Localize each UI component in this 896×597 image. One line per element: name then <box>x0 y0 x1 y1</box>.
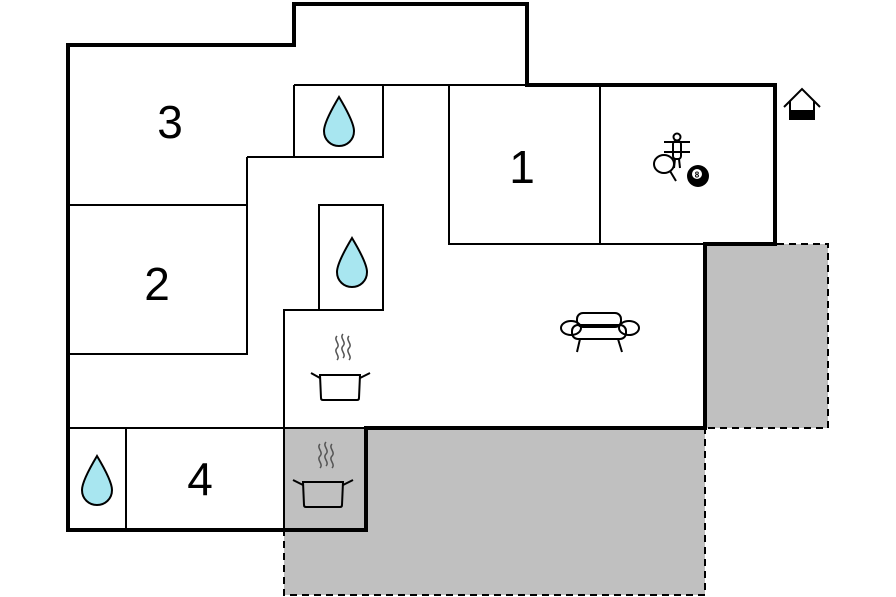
cooking-pot-icon <box>292 441 354 508</box>
exterior-wall <box>66 2 777 532</box>
terrace-bottom <box>283 427 706 596</box>
water-drop-icon <box>335 236 369 289</box>
interior-walls <box>68 84 775 530</box>
house-entrance-icon <box>783 87 821 120</box>
sofa-icon <box>560 312 640 353</box>
billiard-ball-label: 8 <box>695 171 700 180</box>
games-icon: 8 <box>653 132 709 187</box>
cooking-pot-icon <box>310 333 371 401</box>
room-number-3: 3 <box>157 96 183 148</box>
water-drop-icon <box>322 95 356 148</box>
water-drop-icon <box>80 454 114 507</box>
room-number-4: 4 <box>187 453 213 505</box>
terrace-right <box>704 243 829 429</box>
room-number-2: 2 <box>144 258 170 310</box>
room-number-1: 1 <box>509 141 535 193</box>
